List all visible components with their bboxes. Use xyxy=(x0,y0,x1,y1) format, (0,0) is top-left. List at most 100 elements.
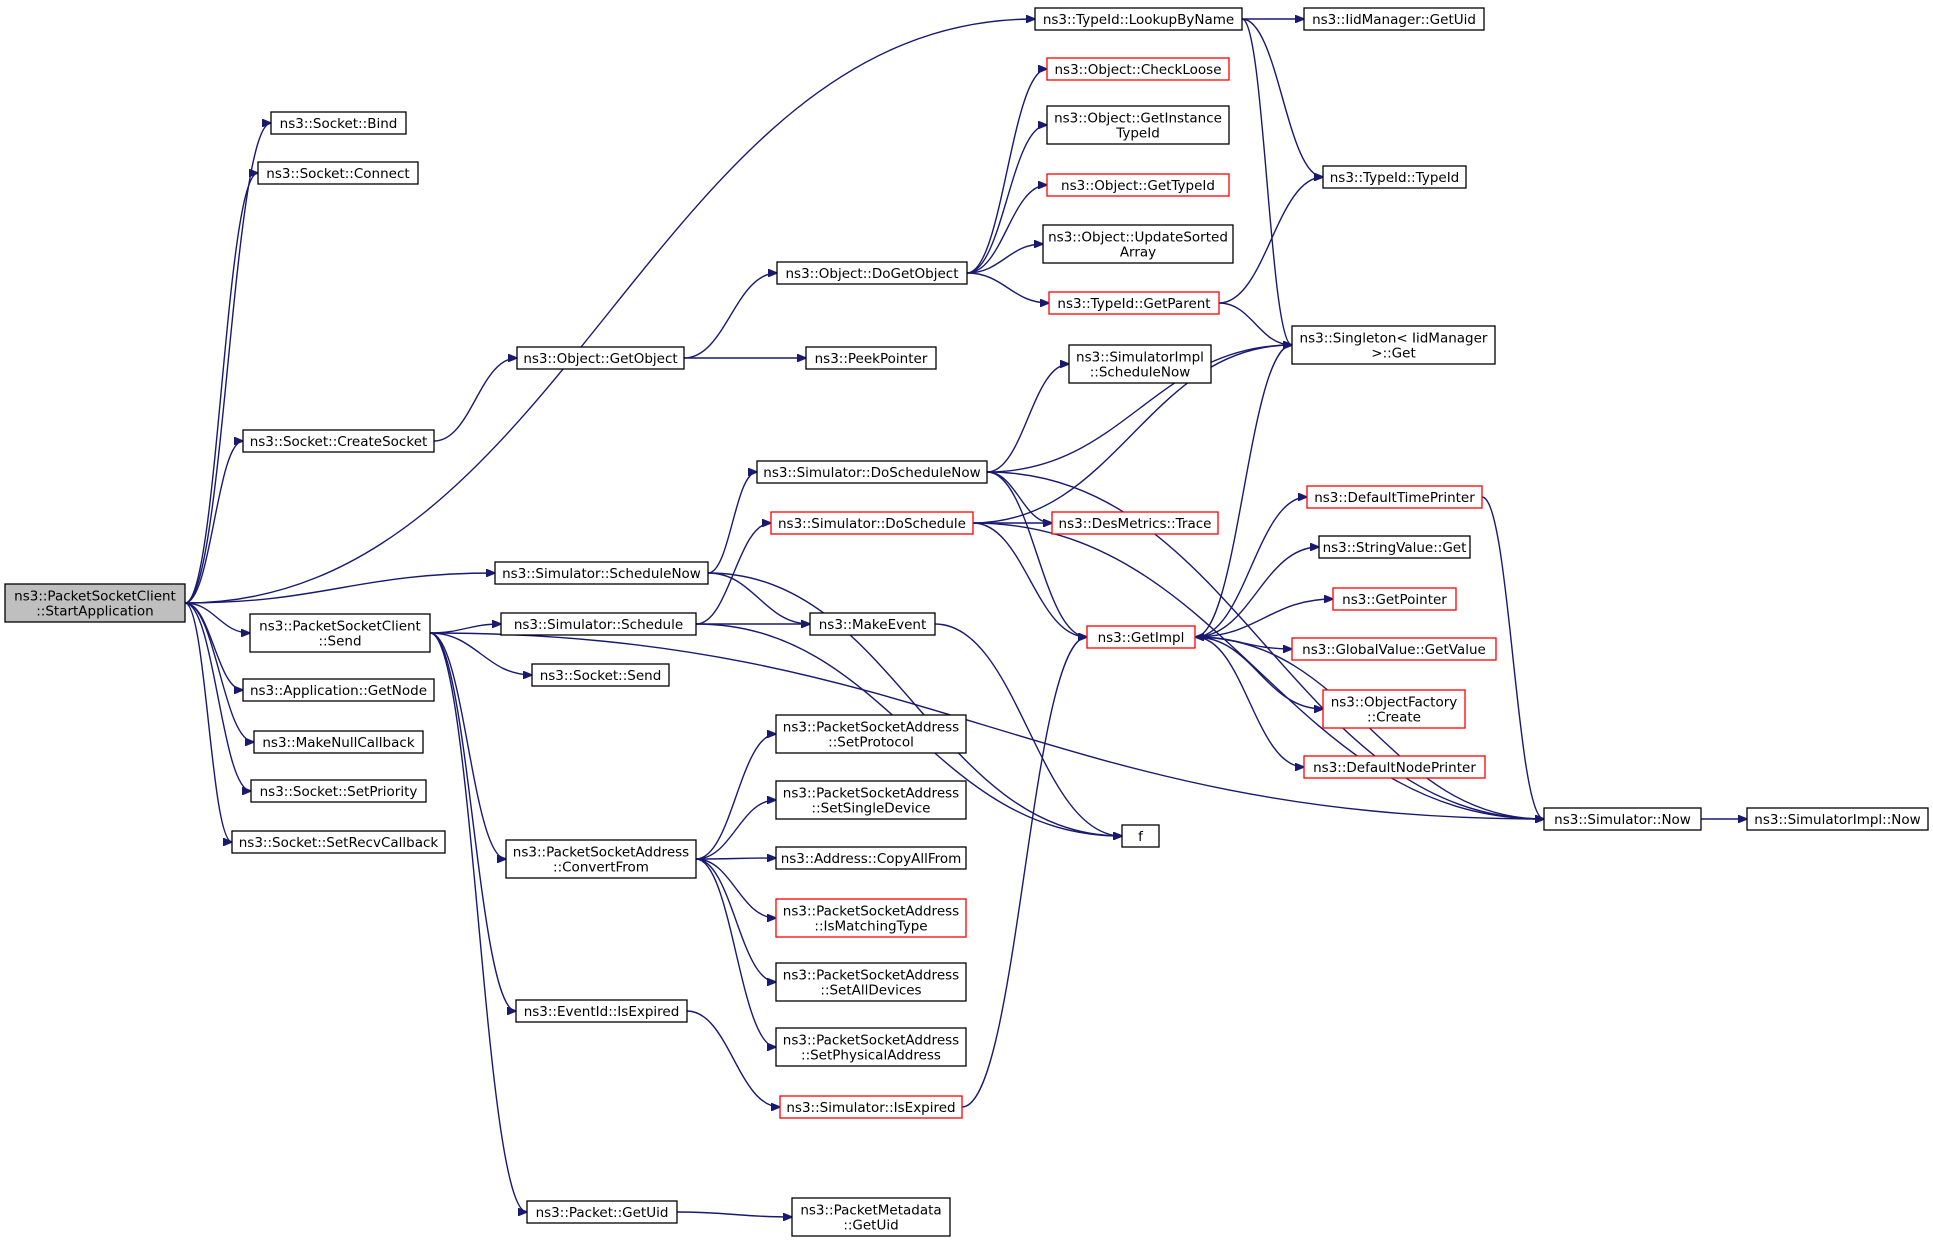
node-object-getobject[interactable]: ns3::Object::GetObject xyxy=(516,346,685,370)
node-label: ns3::Simulator::Now xyxy=(1554,812,1691,828)
node-label: ns3::Object::CheckLoose xyxy=(1054,62,1221,78)
node-label: ns3::IidManager::GetUid xyxy=(1312,12,1476,28)
edge-root-to-socket_bind xyxy=(184,123,271,604)
node-object-dogetobject[interactable]: ns3::Object::DoGetObject xyxy=(776,261,968,285)
node-address-copyallfrom[interactable]: ns3::Address::CopyAllFrom xyxy=(775,846,967,870)
node-sim-doschedule[interactable]: ns3::Simulator::DoSchedule xyxy=(770,511,974,535)
edge-psa_convertfrom-to-psa_setprotocol xyxy=(695,734,776,860)
node-socket-bind[interactable]: ns3::Socket::Bind xyxy=(270,111,407,135)
node-object-gettypeid[interactable]: ns3::Object::GetTypeId xyxy=(1046,173,1230,197)
node-makenullcallback[interactable]: ns3::MakeNullCallback xyxy=(253,730,424,754)
edge-getimpl-to-defaultnodeprinter xyxy=(1194,636,1304,767)
node-label: ::SetAllDevices xyxy=(820,983,921,999)
edge-root-to-socket_createsocket xyxy=(184,441,243,604)
node-globalvalue-getvalue[interactable]: ns3::GlobalValue::GetValue xyxy=(1291,637,1497,661)
node-object-checkloose[interactable]: ns3::Object::CheckLoose xyxy=(1046,57,1230,81)
node-psa-ismatchingtype[interactable]: ns3::PacketSocketAddress::IsMatchingType xyxy=(775,898,967,938)
edge-psa_convertfrom-to-psa_setsingledevice xyxy=(695,800,776,860)
node-box xyxy=(1048,291,1220,315)
node-f[interactable]: f xyxy=(1121,824,1160,848)
node-getimpl[interactable]: ns3::GetImpl xyxy=(1086,625,1196,649)
node-box xyxy=(505,839,697,879)
node-box xyxy=(1046,173,1230,197)
node-box xyxy=(1303,7,1485,31)
node-label: ns3::PacketSocketAddress xyxy=(783,904,959,920)
node-singleton-get[interactable]: ns3::Singleton< IidManager >::Get xyxy=(1291,325,1496,365)
node-label: ns3::Simulator::Schedule xyxy=(514,617,683,633)
node-socket-connect[interactable]: ns3::Socket::Connect xyxy=(257,161,419,185)
node-box xyxy=(775,714,967,754)
node-box xyxy=(1046,105,1230,145)
node-box xyxy=(1034,7,1243,31)
node-sim-schedule[interactable]: ns3::Simulator::Schedule xyxy=(500,612,697,636)
node-packet-getuid[interactable]: ns3::Packet::GetUid xyxy=(526,1200,678,1224)
edge-psa_convertfrom-to-psa_setphysicaladdress xyxy=(695,858,776,1047)
node-box xyxy=(494,561,709,585)
node-label: ns3::Simulator::IsExpired xyxy=(786,1100,955,1116)
node-getpointer[interactable]: ns3::GetPointer xyxy=(1332,587,1457,611)
node-box xyxy=(270,111,407,135)
node-typeid-typeid[interactable]: ns3::TypeId::TypeId xyxy=(1322,165,1467,189)
node-stringvalue-get[interactable]: ns3::StringValue::Get xyxy=(1318,535,1471,559)
node-label: ns3::Simulator::DoSchedule xyxy=(778,516,966,532)
node-label: ::GetUid xyxy=(843,1218,898,1234)
node-psa-setalldevices[interactable]: ns3::PacketSocketAddress::SetAllDevices xyxy=(775,962,967,1002)
node-socket-setrecvcallback[interactable]: ns3::Socket::SetRecvCallback xyxy=(231,830,446,854)
node-simimpl-schedulenow[interactable]: ns3::SimulatorImpl::ScheduleNow xyxy=(1068,344,1212,384)
node-label: ::Send xyxy=(318,634,361,650)
node-psa-setsingledevice[interactable]: ns3::PacketSocketAddress::SetSingleDevic… xyxy=(775,780,967,820)
edge-sim_doschedulenow-to-singleton_get xyxy=(986,345,1292,473)
node-box xyxy=(1068,344,1212,384)
edge-object_dogetobject-to-typeid_getparent xyxy=(966,272,1049,303)
node-box xyxy=(516,346,685,370)
node-box xyxy=(1543,807,1702,831)
node-eventid-isexpired[interactable]: ns3::EventId::IsExpired xyxy=(515,999,688,1023)
node-socket-setpriority[interactable]: ns3::Socket::SetPriority xyxy=(250,779,427,803)
edge-sim_doschedule-to-getimpl xyxy=(972,522,1087,637)
node-label: ns3::Object::GetObject xyxy=(523,351,677,367)
node-application-getnode[interactable]: ns3::Application::GetNode xyxy=(242,678,435,702)
edge-root-to-socket_setpriority xyxy=(184,602,251,791)
node-sim-schedulenow[interactable]: ns3::Simulator::ScheduleNow xyxy=(494,561,709,585)
node-packetmetadata-getuid[interactable]: ns3::PacketMetadata::GetUid xyxy=(791,1197,951,1237)
node-socket-createsocket[interactable]: ns3::Socket::CreateSocket xyxy=(242,429,435,453)
node-defaultnodeprinter[interactable]: ns3::DefaultNodePrinter xyxy=(1303,755,1486,779)
node-defaulttimeprinter[interactable]: ns3::DefaultTimePrinter xyxy=(1306,485,1483,509)
node-label: ns3::PeekPointer xyxy=(815,351,928,367)
node-box xyxy=(1046,57,1230,81)
nodes-layer: ns3::PacketSocketClient::StartApplicatio… xyxy=(4,7,1929,1237)
node-label: ns3::Simulator::ScheduleNow xyxy=(502,566,701,582)
node-simimpl-now[interactable]: ns3::SimulatorImpl::Now xyxy=(1746,807,1929,831)
node-iidmanager-getuid[interactable]: ns3::IidManager::GetUid xyxy=(1303,7,1485,31)
node-sim-doschedulenow[interactable]: ns3::Simulator::DoScheduleNow xyxy=(756,460,988,484)
node-peekpointer[interactable]: ns3::PeekPointer xyxy=(805,346,937,370)
node-box xyxy=(250,779,427,803)
node-label: ns3::Socket::SetRecvCallback xyxy=(239,835,439,851)
node-box xyxy=(775,1027,967,1067)
node-box xyxy=(231,830,446,854)
edge-defaulttimeprinter-to-sim_now xyxy=(1481,496,1544,819)
node-box xyxy=(242,429,435,453)
node-objectfactory-create[interactable]: ns3::ObjectFactory::Create xyxy=(1322,689,1466,729)
node-label: ns3::PacketMetadata xyxy=(800,1203,941,1219)
node-socket-send[interactable]: ns3::Socket::Send xyxy=(531,663,670,687)
node-packetsocketclient-send[interactable]: ns3::PacketSocketClient::Send xyxy=(249,613,431,653)
node-typeid-getparent[interactable]: ns3::TypeId::GetParent xyxy=(1048,291,1220,315)
node-psa-convertfrom[interactable]: ns3::PacketSocketAddress::ConvertFrom xyxy=(505,839,697,879)
node-box xyxy=(242,678,435,702)
node-label: ns3::EventId::IsExpired xyxy=(524,1004,680,1020)
node-label: ns3::PacketSocketAddress xyxy=(513,845,689,861)
node-root[interactable]: ns3::PacketSocketClient::StartApplicatio… xyxy=(4,583,186,623)
node-makeevent[interactable]: ns3::MakeEvent xyxy=(809,612,936,636)
edge-psa_convertfrom-to-address_copyallfrom xyxy=(695,858,776,859)
node-sim-isexpired[interactable]: ns3::Simulator::IsExpired xyxy=(779,1095,963,1119)
node-sim-now[interactable]: ns3::Simulator::Now xyxy=(1543,807,1702,831)
node-typeid-lookupbyname[interactable]: ns3::TypeId::LookupByName xyxy=(1034,7,1243,31)
edge-object_getobject-to-object_dogetobject xyxy=(683,273,777,359)
node-psa-setphysicaladdress[interactable]: ns3::PacketSocketAddress::SetPhysicalAdd… xyxy=(775,1027,967,1067)
node-psa-setprotocol[interactable]: ns3::PacketSocketAddress::SetProtocol xyxy=(775,714,967,754)
edge-packetsocketclient_send-to-eventid_isexpired xyxy=(429,632,516,1011)
node-desmetrics-trace[interactable]: ns3::DesMetrics::Trace xyxy=(1051,511,1219,535)
